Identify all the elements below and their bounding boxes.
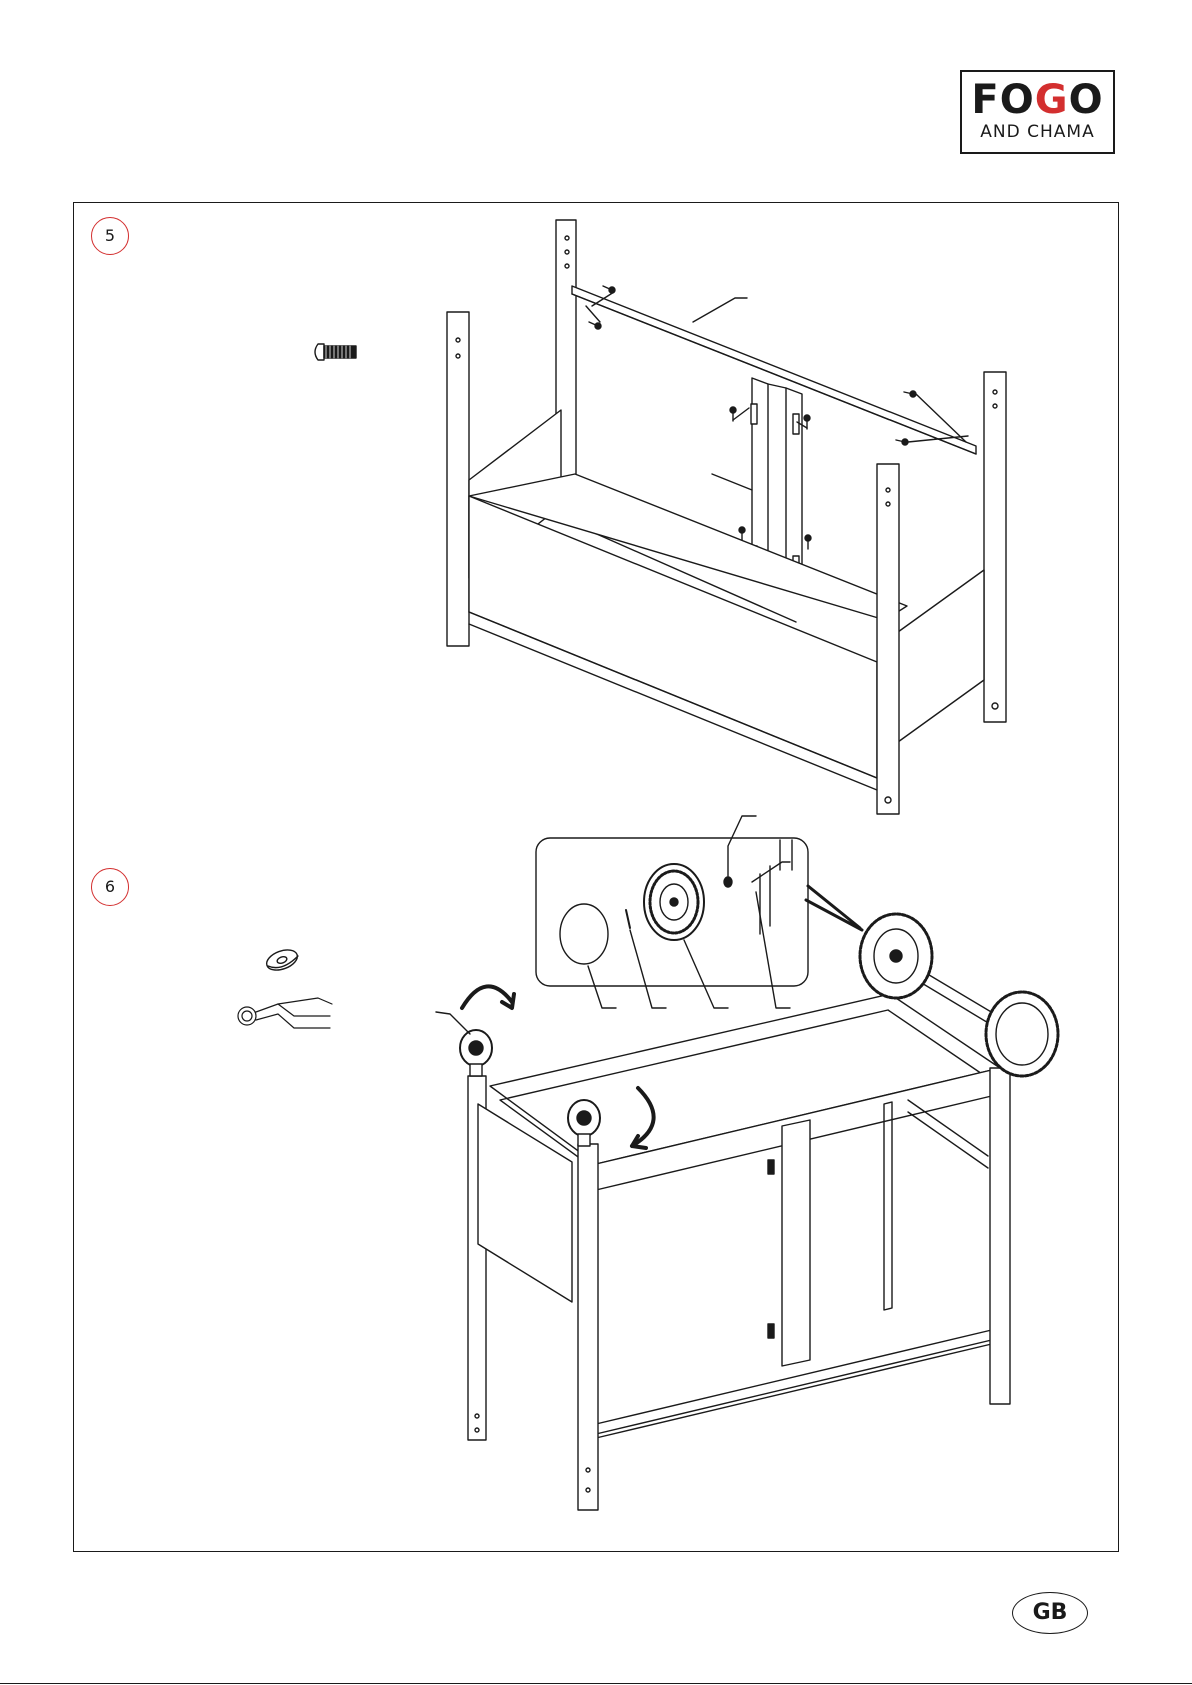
bolt-icon xyxy=(315,344,356,360)
step5-frame-drawing xyxy=(447,220,1006,814)
washer-icon xyxy=(264,946,300,974)
language-badge: GB xyxy=(1012,1592,1088,1634)
curved-arrow-icon xyxy=(462,986,514,1008)
step6-cart-drawing xyxy=(436,914,1058,1510)
wheel-detail-callout xyxy=(536,816,862,1008)
r-clip-pin-icon xyxy=(238,998,332,1028)
page-bottom-rule xyxy=(0,1683,1192,1684)
